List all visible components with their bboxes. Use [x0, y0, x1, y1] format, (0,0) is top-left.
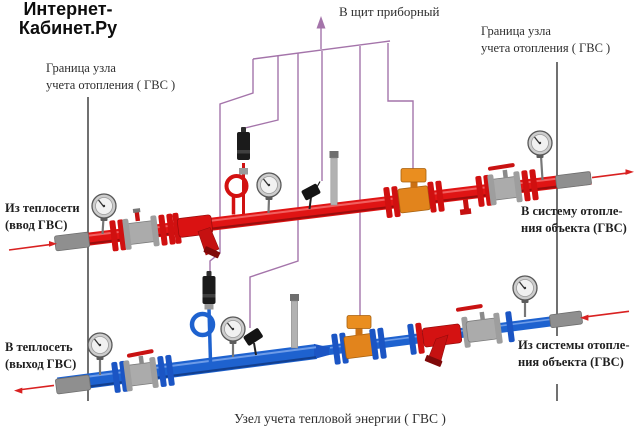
return-thermowell: [289, 293, 300, 349]
supply-drain-tap: [459, 199, 472, 216]
pressure-gauge: [256, 172, 282, 214]
supply-thermowell: [329, 150, 339, 206]
pressure-gauge: [512, 275, 538, 317]
boundary-label-left: Граница узла учета отопления ( ГВС ): [46, 60, 175, 93]
boundary-label-left-line2: учета отопления ( ГВС ): [46, 77, 176, 92]
valve-stem: [132, 208, 141, 222]
boundary-label-left-line1: Граница узла: [46, 61, 116, 75]
boundary-label-right-line1: Граница узла: [481, 24, 551, 38]
supply-flow-meter: [383, 168, 445, 219]
wire-supply-flowmeter: [387, 43, 414, 170]
supply-out-arrowhead-icon: [625, 169, 634, 175]
supply-outlet-valve: [475, 162, 539, 208]
return-pipe-shade: [57, 356, 317, 392]
supply-out-arrow: [591, 172, 627, 179]
return-outlet-label-line2: (выход ГВС): [5, 356, 77, 371]
return-pressure-transmitter: [243, 328, 263, 356]
supply-outlet-label-line2: ния объекта (ГВС): [521, 220, 627, 235]
wire-return-transmitter: [249, 53, 299, 328]
boundary-label-right-line2: учета отопления ( ГВС ): [481, 40, 611, 55]
supply-siphon-loop: [224, 174, 249, 215]
valve-lever: [455, 303, 483, 312]
valve-lever: [487, 162, 515, 171]
flow-arrows: [8, 172, 630, 391]
return-out-arrow: [21, 384, 55, 391]
pressure-gauge: [527, 130, 553, 181]
return-outlet-sleeve: [55, 374, 91, 395]
return-strainer: [407, 322, 463, 367]
return-pipe-reducer: [314, 343, 329, 360]
supply-inlet-sleeve: [54, 231, 91, 252]
watermark: Интернет- Кабинет.Ру: [0, 0, 136, 38]
return-siphon-loop: [189, 311, 216, 338]
pressure-gauge: [220, 316, 246, 357]
supply-inlet-label-line2: (ввод ГВС): [5, 217, 68, 232]
flow-arrowheads: [14, 169, 634, 394]
panel-label: В щит приборный: [339, 4, 440, 19]
watermark-line1: Интернет-: [23, 0, 113, 19]
return-inlet-valve: [455, 303, 515, 349]
return-flow-meter: [331, 315, 387, 365]
return-inlet-label-line1: Из системы отопле-: [518, 338, 630, 352]
return-inlet-label-line2: ния объекта (ГВС): [518, 354, 624, 369]
supply-outlet-label-line1: В систему отопле-: [521, 204, 623, 218]
boundary-label-right: Граница узла учета отопления ( ГВС ): [481, 23, 610, 56]
return-outlet-valve: [111, 348, 175, 394]
supply-strainer: [172, 212, 221, 259]
supply-inlet-valve: [109, 208, 176, 252]
watermark-line2: Кабинет.Ру: [18, 18, 118, 38]
return-out-arrowhead-icon: [14, 387, 23, 394]
supply-outlet-label: В систему отопле- ния объекта (ГВС): [521, 203, 627, 236]
supply-inlet-label-line1: Из теплосети: [5, 201, 80, 215]
return-outlet-label: В теплосеть (выход ГВС): [5, 339, 76, 372]
supply-temperature-sensor: [237, 127, 250, 214]
supply-inlet-label: Из теплосети (ввод ГВС): [5, 200, 80, 233]
return-outlet-label-line1: В теплосеть: [5, 340, 73, 354]
diagram-caption: Узел учета тепловой энергии ( ГВС ): [234, 411, 446, 426]
return-pipe-wide: [57, 344, 317, 393]
supply-pipe-assembly: [54, 127, 592, 259]
to-panel-arrowhead-icon: [316, 16, 326, 29]
return-inlet-label: Из системы отопле- ния объекта (ГВС): [518, 337, 630, 370]
wire-return-temp-sensor: [209, 59, 254, 276]
supply-in-arrowhead-icon: [49, 241, 57, 247]
return-temperature-sensor: [189, 271, 216, 363]
wire-supply-temp-sensor: [244, 56, 279, 134]
pressure-gauge: [87, 332, 113, 375]
return-in-arrowhead-icon: [580, 314, 589, 321]
return-pipe-assembly: [55, 271, 583, 395]
supply-outlet-sleeve: [555, 171, 592, 189]
signal-wires: [209, 27, 414, 328]
return-in-arrow: [587, 310, 630, 318]
signal-bus-wire: [252, 40, 391, 60]
return-inlet-sleeve: [549, 310, 583, 329]
supply-in-arrow: [8, 243, 51, 251]
supply-pressure-transmitter: [301, 181, 321, 210]
pressure-gauge: [91, 193, 117, 235]
